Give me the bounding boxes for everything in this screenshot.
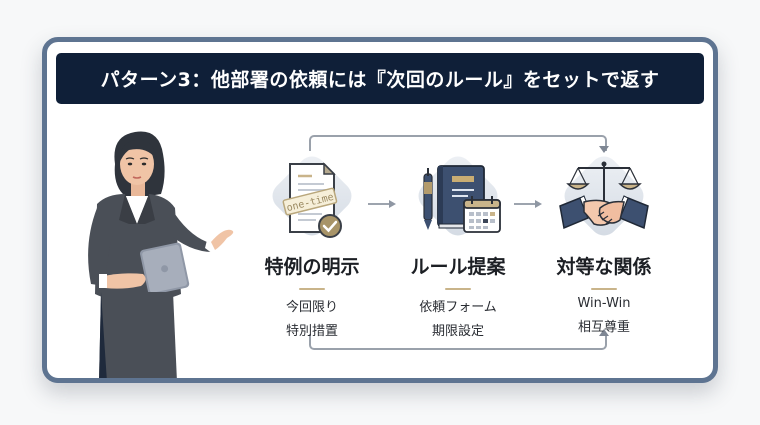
gold-divider — [299, 288, 325, 290]
step-detail: 特別措置 — [285, 324, 338, 339]
step-title: ルール提案 — [410, 256, 506, 278]
step-special-exception: one-time 特例の明示 今回限り 特別措置 — [247, 150, 377, 339]
step-title: 対等な関係 — [556, 256, 652, 278]
rulebook-calendar-icon — [408, 150, 508, 246]
arrow-right-icon — [514, 200, 542, 208]
step-detail: 依頼フォーム — [419, 300, 497, 315]
gold-divider — [445, 288, 471, 290]
one-time-document-icon: one-time — [262, 150, 362, 246]
slide-title: パターン3：他部署の依頼には『次回のルール』をセットで返す — [100, 69, 660, 91]
step-equal-relationship: 対等な関係 Win-Win 相互尊重 — [539, 150, 669, 335]
arrow-down-icon — [599, 146, 609, 153]
step-detail: Win-Win — [577, 296, 631, 311]
gold-divider — [591, 288, 617, 290]
title-banner: パターン3：他部署の依頼には『次回のルール』をセットで返す — [56, 53, 704, 104]
scales-handshake-icon — [554, 150, 654, 246]
step-title: 特例の明示 — [264, 256, 360, 278]
slide-card: パターン3：他部署の依頼には『次回のルール』をセットで返す — [42, 37, 718, 383]
presenter-illustration — [88, 131, 234, 378]
step-rule-proposal: ルール提案 依頼フォーム 期限設定 — [393, 150, 523, 339]
arrow-up-icon — [599, 329, 609, 336]
arrow-right-icon — [368, 200, 396, 208]
top-loop-connector — [309, 135, 607, 151]
step-detail: 相互尊重 — [577, 320, 630, 335]
step-detail: 期限設定 — [431, 324, 484, 339]
bottom-loop-connector — [309, 334, 607, 350]
step-detail: 今回限り — [285, 300, 338, 315]
